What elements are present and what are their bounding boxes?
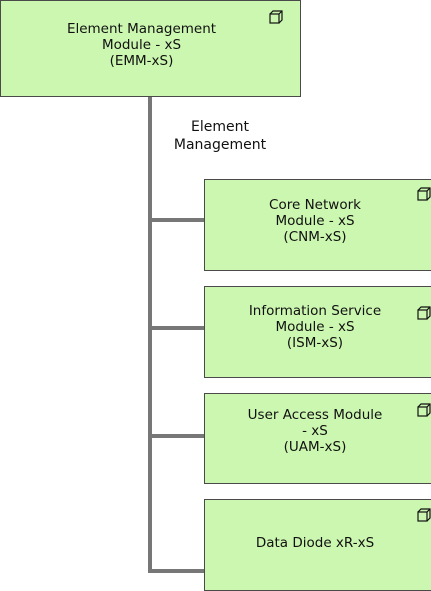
component-box-icon [417, 403, 431, 417]
root-line-3: (EMM-xS) [109, 53, 174, 69]
component-box-icon [417, 187, 431, 201]
component-box-icon [417, 306, 431, 320]
uam-line-3: (UAM-xS) [283, 439, 347, 455]
child-node-label: User Access Module - xS (UAM-xS) [205, 407, 425, 455]
root-line-1: Element Management [66, 21, 217, 37]
root-node-label: Element Management Module - xS (EMM-xS) [1, 21, 282, 69]
component-box-icon [417, 508, 431, 522]
uam-line-2: - xS [302, 423, 328, 439]
root-node-emm[interactable]: Element Management Module - xS (EMM-xS) [0, 0, 301, 97]
ism-line-1: Information Service [248, 303, 382, 319]
ism-line-3: (ISM-xS) [286, 335, 344, 351]
child-node-label: Data Diode xR-xS [205, 535, 425, 551]
child-node-ism[interactable]: Information Service Module - xS (ISM-xS) [204, 286, 431, 378]
ism-line-2: Module - xS [275, 319, 355, 335]
relation-label-line-1: Element [191, 119, 249, 135]
child-node-label: Core Network Module - xS (CNM-xS) [205, 197, 425, 245]
cnm-line-2: Module - xS [275, 213, 355, 229]
child-node-label: Information Service Module - xS (ISM-xS) [205, 303, 425, 351]
child-node-data-diode[interactable]: Data Diode xR-xS [204, 499, 431, 591]
uam-line-1: User Access Module [247, 407, 383, 423]
relation-label-line-2: Management [173, 137, 267, 153]
component-box-icon [269, 10, 283, 24]
cnm-line-3: (CNM-xS) [283, 229, 347, 245]
root-line-2: Module - xS [101, 37, 182, 53]
relation-label: Element Management [161, 118, 279, 154]
child-node-cnm[interactable]: Core Network Module - xS (CNM-xS) [204, 179, 431, 271]
cnm-line-1: Core Network [269, 197, 361, 213]
diode-line-1: Data Diode xR-xS [255, 535, 375, 551]
connector-trunk [148, 95, 207, 573]
child-node-uam[interactable]: User Access Module - xS (UAM-xS) [204, 393, 431, 484]
